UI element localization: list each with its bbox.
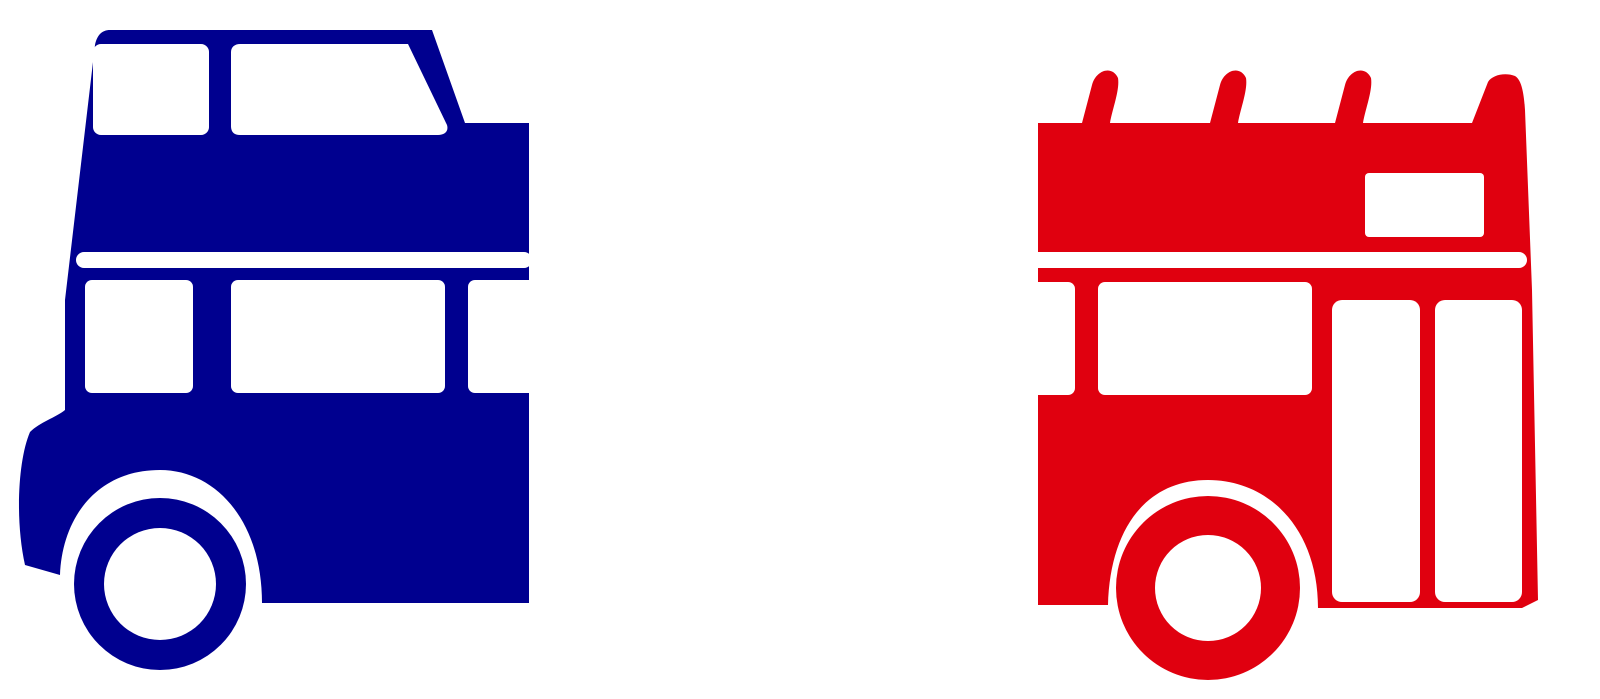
blue-bus-wheel xyxy=(74,498,246,670)
rear-door-panel xyxy=(1332,300,1420,602)
red-bus-windows xyxy=(1030,173,1527,602)
upper-window xyxy=(93,44,209,135)
rear-door-panel xyxy=(1435,300,1522,602)
deck-stripe xyxy=(76,252,532,268)
upper-rear-window xyxy=(1365,173,1484,237)
lower-window xyxy=(85,280,193,393)
deck-stripe xyxy=(1030,252,1527,268)
upper-window xyxy=(231,44,448,135)
blue-bus-windows xyxy=(76,44,538,393)
lower-window xyxy=(468,280,538,393)
lower-window xyxy=(231,280,445,393)
lower-window xyxy=(1030,282,1075,395)
red-bus-wheel xyxy=(1116,496,1300,680)
lower-window xyxy=(1098,282,1312,395)
